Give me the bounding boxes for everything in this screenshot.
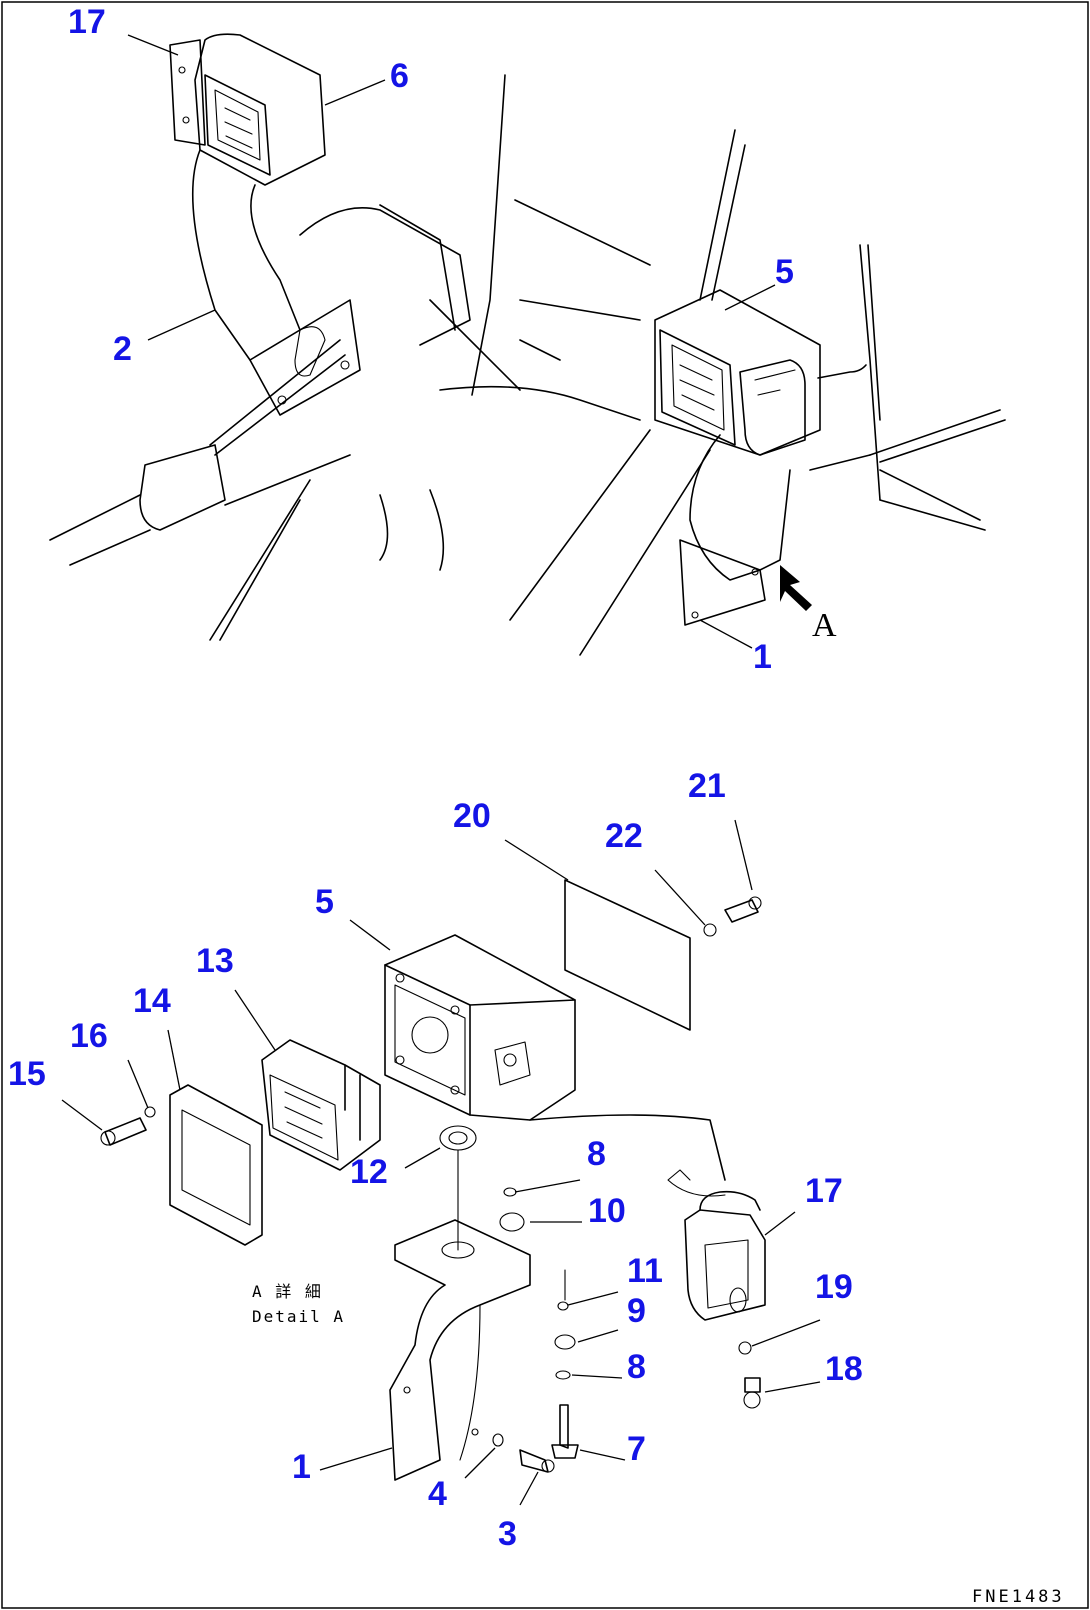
callout-21: 21 [688,767,726,805]
callout-8-b: 8 [627,1348,646,1386]
callout-14: 14 [133,982,171,1020]
leader-lines [61,34,821,1506]
lamp-part-13 [261,1039,381,1171]
callout-20: 20 [453,797,491,835]
callout-7: 7 [627,1430,646,1468]
callout-6: 6 [390,57,409,95]
drawing-code: FNE1483 [972,1587,1065,1607]
exploded-view: A 詳 細 Detail A [100,879,766,1481]
assembly-view: A [49,33,1006,656]
view-arrow-icon [780,565,812,611]
callout-12: 12 [350,1153,388,1191]
gasket-part-20 [564,879,691,1031]
callout-15: 15 [8,1055,46,1093]
callout-3: 3 [498,1515,517,1553]
stand-part-1 [389,1219,531,1481]
callout-4: 4 [428,1475,447,1513]
side-lamp-part-17 [684,1209,766,1321]
callout-16: 16 [70,1017,108,1055]
callout-2: 2 [113,330,132,368]
callout-10: 10 [588,1192,626,1230]
callout-8-a: 8 [587,1135,606,1173]
callout-19: 19 [815,1268,853,1306]
frame-part-14 [169,1084,263,1246]
callout-1-top: 1 [753,638,772,676]
view-marker: A [812,607,837,644]
callout-17-top: 17 [68,3,106,41]
callout-13: 13 [196,942,234,980]
callout-11: 11 [627,1252,663,1290]
callout-1-bottom: 1 [292,1448,311,1486]
callout-5-top: 5 [775,253,794,291]
callout-numbers: 17 6 2 5 1 21 20 22 5 13 14 16 15 12 8 1… [8,3,863,1553]
housing-part-5 [384,934,576,1121]
detail-label-en: Detail A [252,1307,345,1326]
callout-5-bottom: 5 [315,883,334,921]
callout-22: 22 [605,817,643,855]
callout-18: 18 [825,1350,863,1388]
callout-9: 9 [627,1292,646,1330]
callout-17-bottom: 17 [805,1172,843,1210]
detail-label-jp: A 詳 細 [252,1282,323,1301]
